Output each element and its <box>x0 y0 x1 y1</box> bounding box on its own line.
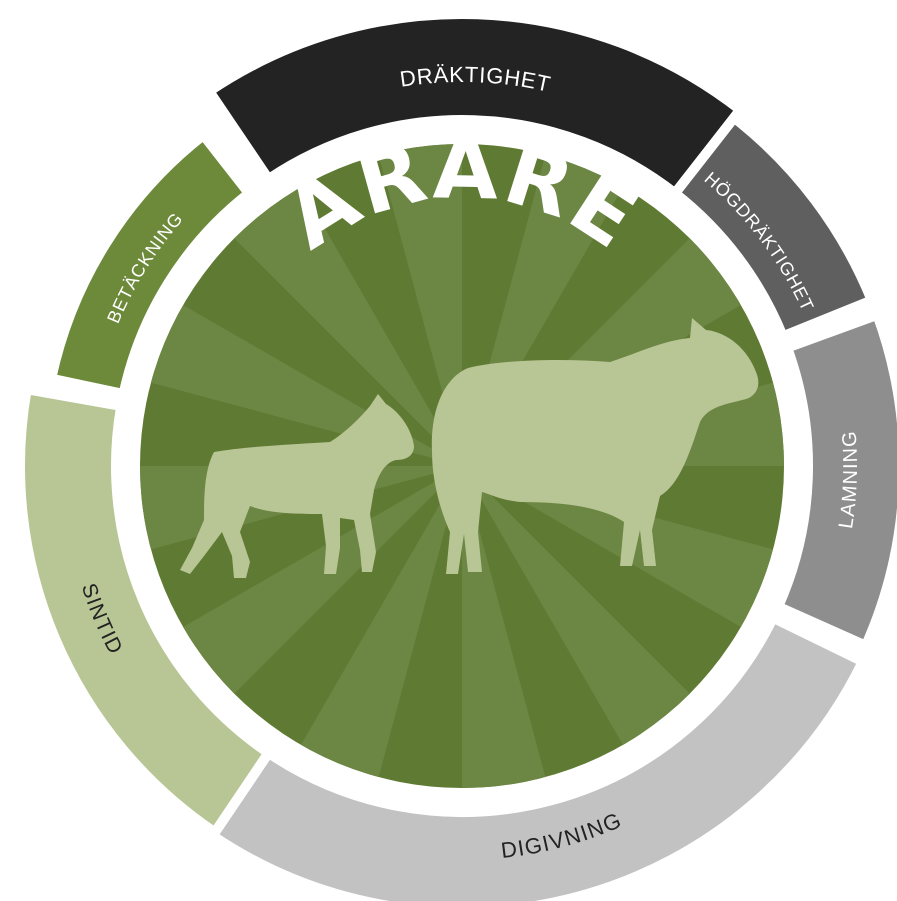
lamb-silhouette-icon <box>180 394 414 578</box>
ewe-silhouette-icon <box>431 318 759 574</box>
sunburst-ray <box>358 144 462 466</box>
phase-segment-lamning <box>771 308 897 653</box>
sunburst-ray <box>462 466 566 788</box>
phase-segment-sintid <box>15 383 276 840</box>
phase-segment-digivning <box>205 610 870 901</box>
phase-segment-hogdraktighet <box>668 110 879 343</box>
animals <box>180 318 759 578</box>
phase-segment-draktighet <box>202 9 748 201</box>
phase-segment-betackning <box>45 128 256 400</box>
phase-ring <box>15 9 897 901</box>
